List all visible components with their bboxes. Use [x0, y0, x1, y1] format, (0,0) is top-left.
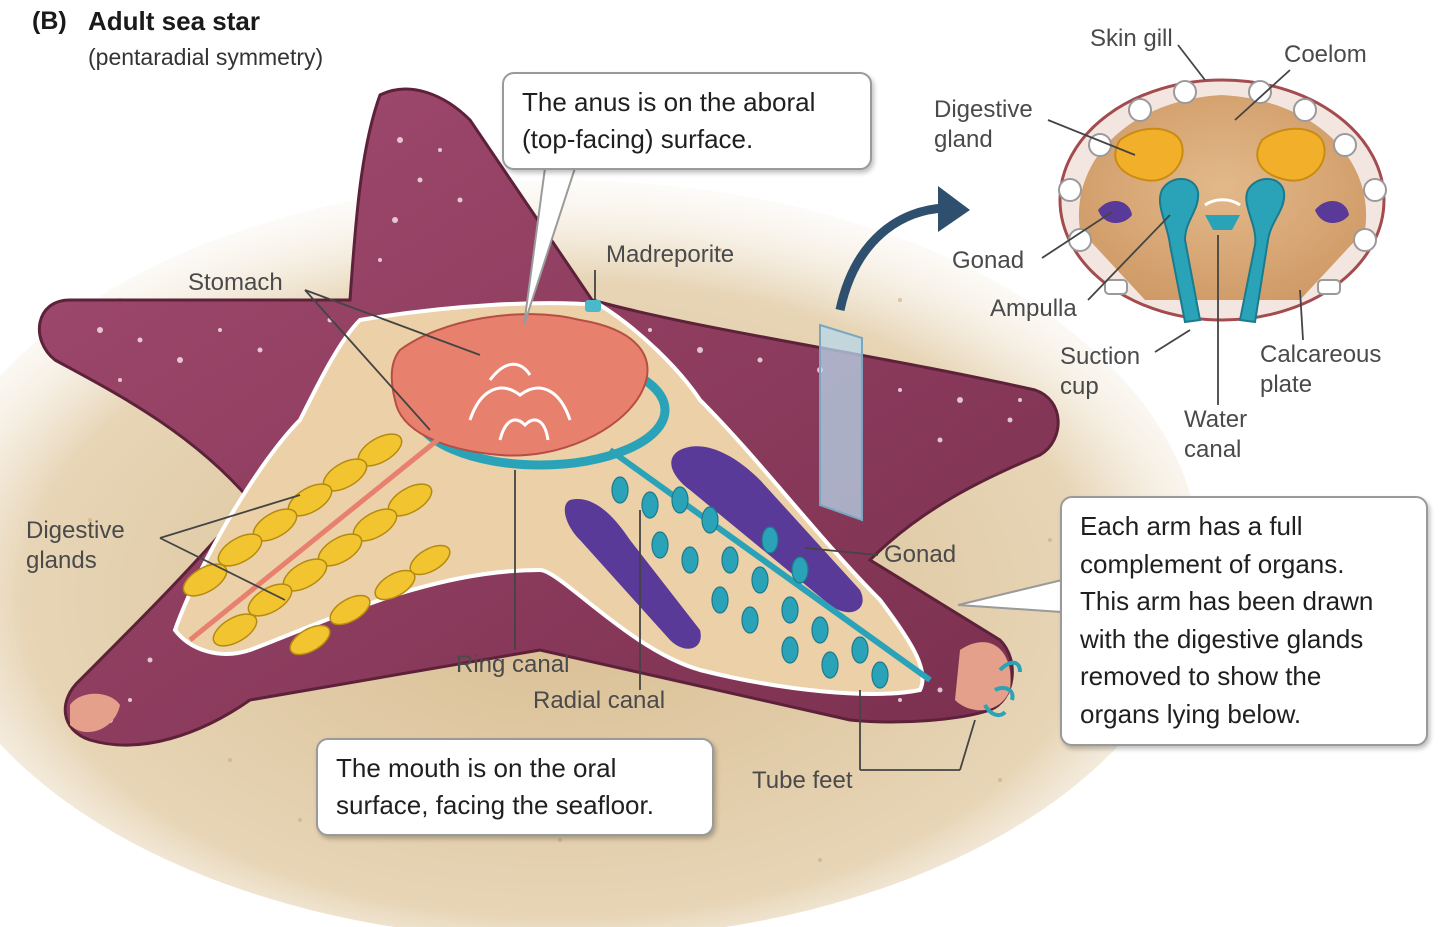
- label-digestive-glands: Digestive glands: [26, 516, 125, 576]
- arm-tip-left: [70, 693, 120, 733]
- figure-letter: (B): [32, 7, 67, 35]
- label-suction-cup-line: Suction: [1060, 343, 1141, 370]
- arm-callout-line: with the digestive glands: [1080, 623, 1364, 654]
- tube-feet: [611, 476, 889, 689]
- label-gonad: Gonad: [884, 541, 957, 568]
- digestive-glands: [182, 433, 451, 656]
- label-stomach: Stomach: [188, 269, 283, 296]
- label-calcareous-plate-line: plate: [1260, 371, 1313, 398]
- label-water-canal-line: canal: [1184, 436, 1242, 463]
- anus-callout-line: The anus is on the aboral: [522, 87, 816, 117]
- leader-lines: [159, 44, 1304, 771]
- arm-cross-section: [1058, 78, 1387, 324]
- anus-callout-line: (top-facing) surface.: [522, 124, 754, 154]
- arm-tip-tube-feet: [983, 660, 1022, 718]
- section-arrow-head: [938, 186, 970, 232]
- label-water-canal-line: Water: [1184, 406, 1248, 433]
- anus-callout: The anus is on the aboral (top-facing) s…: [502, 72, 872, 170]
- label-calcareous-plate: Calcareous plate: [1260, 340, 1381, 400]
- label-digestive-gland-line: Digestive: [934, 96, 1033, 123]
- label-digestive-glands-line: Digestive: [26, 517, 125, 544]
- label-ring-canal: Ring canal: [456, 651, 570, 678]
- label-digestive-glands-line: glands: [26, 547, 97, 574]
- label-radial-canal: Radial canal: [533, 687, 666, 714]
- madreporite: [585, 300, 601, 312]
- mouth-callout: The mouth is on the oral surface, facing…: [316, 738, 714, 836]
- label-suction-cup: Suction cup: [1060, 342, 1140, 402]
- label-water-canal: Water canal: [1184, 405, 1247, 465]
- gonad-lower: [564, 499, 701, 649]
- stomach-folds: [468, 362, 572, 441]
- radial-canal: [608, 447, 932, 683]
- label-digestive-gland: Digestive gland: [934, 95, 1033, 155]
- gland-duct: [188, 428, 452, 642]
- arm-callout: Each arm has a full complement of organs…: [1060, 496, 1428, 746]
- label-digestive-gland-line: gland: [934, 126, 993, 153]
- figure-subtitle: (pentaradial symmetry): [88, 44, 324, 70]
- label-ampulla: Ampulla: [990, 295, 1077, 322]
- sand-speckles: [88, 248, 1052, 862]
- section-plane: [819, 323, 863, 522]
- section-arrow: [835, 203, 946, 311]
- arm-tip-right: [955, 642, 1011, 711]
- label-suction-cup-line: cup: [1060, 373, 1099, 400]
- label-calcareous-plate-line: Calcareous: [1260, 341, 1382, 368]
- arm-callout-line: organs lying below.: [1080, 698, 1302, 729]
- arm-callout-line: removed to show the: [1080, 661, 1322, 691]
- label-skin-gill: Skin gill: [1090, 25, 1173, 52]
- label-coelom: Coelom: [1284, 41, 1367, 68]
- label-madreporite: Madreporite: [606, 241, 735, 268]
- label-tube-feet: Tube feet: [752, 767, 853, 794]
- label-xs-gonad: Gonad: [952, 247, 1025, 274]
- stomach: [390, 313, 649, 457]
- arm-callout-line: This arm has been drawn: [1080, 586, 1374, 616]
- figure-title: Adult sea star: [88, 6, 260, 36]
- arm-callout-line: Each arm has a full: [1080, 511, 1303, 541]
- arm-callout-line: complement of organs.: [1080, 548, 1345, 579]
- mouth-callout-line: surface, facing the seafloor.: [336, 790, 654, 820]
- mouth-callout-line: The mouth is on the oral: [336, 753, 617, 783]
